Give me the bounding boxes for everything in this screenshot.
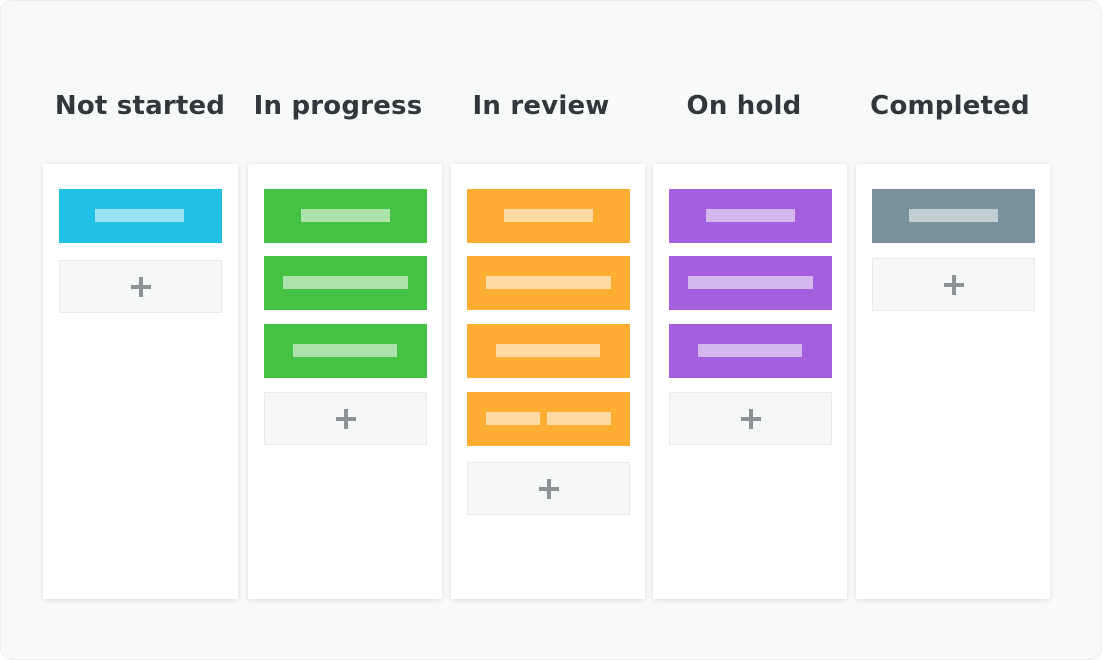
card-title-placeholder [486,412,540,425]
column-header-in-progress: In progress [253,91,423,121]
task-card[interactable] [264,189,427,243]
column-header-in-review: In review [472,91,610,121]
card-title-placeholder [909,209,998,222]
column-header-not-started: Not started [54,91,226,121]
task-card[interactable] [264,324,427,378]
card-title-placeholder [706,209,795,222]
task-card[interactable] [264,256,427,310]
add-card-button[interactable] [264,392,427,445]
card-title-placeholder [283,276,408,289]
task-card[interactable] [467,189,630,243]
plus-icon [740,408,761,429]
card-title-placeholder [688,276,813,289]
column-on-hold [653,164,847,599]
column-header-on-hold: On hold [686,91,802,121]
task-card[interactable] [669,189,832,243]
add-card-button[interactable] [467,462,630,515]
plus-icon [130,276,151,297]
task-card[interactable] [59,189,222,243]
card-title-placeholder [698,344,802,357]
card-title-placeholder [547,412,611,425]
add-card-button[interactable] [669,392,832,445]
task-card[interactable] [467,256,630,310]
column-completed [856,164,1050,599]
column-not-started [43,164,238,599]
add-card-button[interactable] [59,260,222,313]
card-title-placeholder [293,344,397,357]
plus-icon [538,478,559,499]
add-card-button[interactable] [872,258,1035,311]
task-card[interactable] [669,256,832,310]
card-title-placeholder [95,209,184,222]
plus-icon [943,274,964,295]
card-title-placeholder [486,276,611,289]
task-card[interactable] [467,324,630,378]
column-header-completed: Completed [870,91,1030,121]
task-card[interactable] [467,392,630,446]
card-title-placeholder [504,209,593,222]
task-card[interactable] [669,324,832,378]
plus-icon [335,408,356,429]
task-card[interactable] [872,189,1035,243]
card-title-placeholder [496,344,600,357]
column-in-progress [248,164,442,599]
card-title-placeholder [301,209,390,222]
column-in-review [451,164,645,599]
